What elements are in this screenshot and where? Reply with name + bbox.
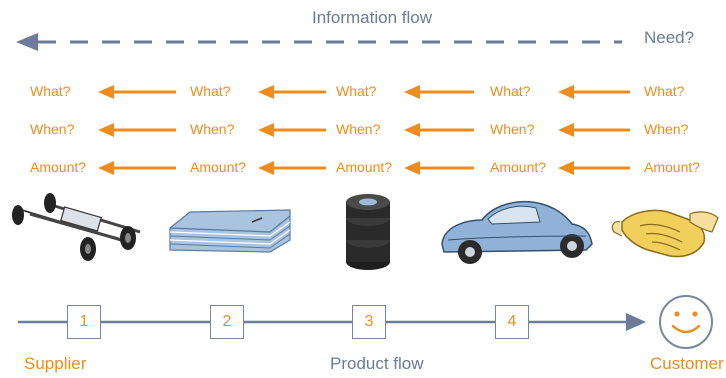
customer-label: Customer bbox=[650, 354, 724, 373]
question-amount-col2: Amount? bbox=[190, 159, 247, 175]
product-flow-arrow bbox=[18, 313, 646, 331]
question-when-col5: When? bbox=[644, 121, 689, 137]
sheet-metal-icon bbox=[169, 209, 291, 253]
orange-arrow-head-r2-c2 bbox=[258, 123, 274, 137]
question-what-col4: What? bbox=[490, 83, 531, 99]
question-amount-col4: Amount? bbox=[490, 159, 547, 175]
car-icon bbox=[441, 201, 593, 264]
question-when-col3: When? bbox=[336, 121, 381, 137]
step-box-4: 4 bbox=[495, 305, 529, 339]
chassis-icon bbox=[12, 193, 141, 261]
product-flow-title: Product flow bbox=[330, 354, 424, 373]
step-number-2: 2 bbox=[222, 313, 232, 330]
orange-arrow-head-r3-c1 bbox=[98, 161, 114, 175]
handshake-icon bbox=[611, 209, 719, 258]
information-flow-arrow bbox=[16, 33, 622, 51]
step-number-4: 4 bbox=[507, 313, 517, 330]
question-amount-col3: Amount? bbox=[336, 159, 393, 175]
orange-arrow-head-r3-c4 bbox=[558, 161, 574, 175]
orange-arrow-head-r1-c2 bbox=[258, 85, 274, 99]
question-when-col4: When? bbox=[490, 121, 535, 137]
orange-arrow-head-r2-c1 bbox=[98, 123, 114, 137]
orange-arrow-head-r3-c3 bbox=[404, 161, 420, 175]
orange-arrow-head-r3-c2 bbox=[258, 161, 274, 175]
information-flow-title: Information flow bbox=[312, 8, 432, 27]
question-what-col5: What? bbox=[644, 83, 685, 99]
orange-arrow-head-r1-c4 bbox=[558, 85, 574, 99]
step-box-2: 2 bbox=[210, 305, 244, 339]
step-number-3: 3 bbox=[364, 313, 374, 330]
orange-arrow-head-r2-c3 bbox=[404, 123, 420, 137]
need-label: Need? bbox=[644, 28, 695, 47]
question-amount-col5: Amount? bbox=[644, 159, 701, 175]
step-box-3: 3 bbox=[352, 305, 386, 339]
orange-arrow-head-r1-c1 bbox=[98, 85, 114, 99]
step-number-1: 1 bbox=[79, 313, 89, 330]
question-amount-col1: Amount? bbox=[30, 159, 87, 175]
supplier-label: Supplier bbox=[24, 354, 87, 373]
step-box-1: 1 bbox=[67, 305, 101, 339]
orange-arrow-head-r1-c3 bbox=[404, 85, 420, 99]
question-arrows bbox=[98, 85, 630, 175]
question-when-col2: When? bbox=[190, 121, 235, 137]
tire-stack-icon bbox=[346, 194, 390, 270]
orange-arrow-head-r2-c4 bbox=[558, 123, 574, 137]
question-what-col2: What? bbox=[190, 83, 231, 99]
question-what-col1: What? bbox=[30, 83, 71, 99]
question-when-col1: When? bbox=[30, 121, 75, 137]
question-what-col3: What? bbox=[336, 83, 377, 99]
smiley-face-icon bbox=[659, 295, 713, 349]
